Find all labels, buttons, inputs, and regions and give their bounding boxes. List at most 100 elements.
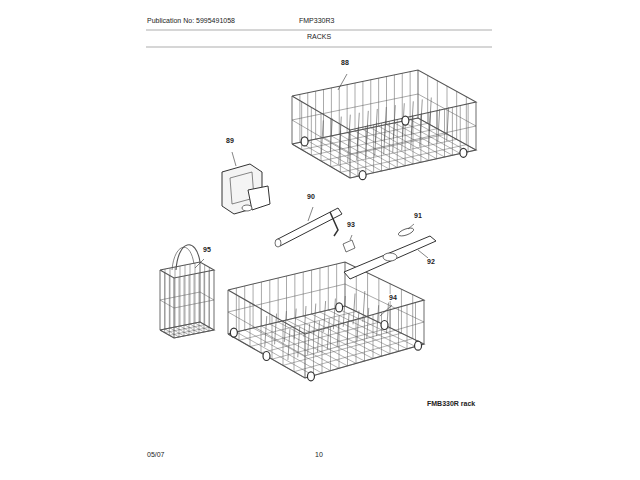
wire xyxy=(228,334,305,378)
callout-number: 94 xyxy=(388,294,398,301)
label-text: 94 xyxy=(388,294,398,301)
wire xyxy=(348,115,350,149)
page-note: Publication No: 5995491058 xyxy=(146,17,236,24)
page-note: FMP330R3 xyxy=(298,17,335,24)
wire-rim xyxy=(228,262,424,334)
wire xyxy=(411,101,413,135)
wire xyxy=(283,333,401,365)
wire xyxy=(384,107,386,141)
leader-line xyxy=(232,152,236,166)
wire xyxy=(314,304,316,335)
nut-part xyxy=(397,226,414,237)
label-text: Publication No: 5995491058 xyxy=(146,17,236,24)
page-note: 05/07 xyxy=(146,451,166,458)
rack-wheel xyxy=(415,341,422,350)
callout-number: 89 xyxy=(225,137,235,144)
callout-number: 92 xyxy=(426,258,436,265)
leader-line xyxy=(380,305,392,316)
leader-line xyxy=(408,224,414,229)
wire xyxy=(261,322,379,353)
wire xyxy=(347,313,349,344)
wire xyxy=(337,316,339,347)
wire xyxy=(340,145,466,173)
wire xyxy=(345,306,424,344)
wire xyxy=(303,316,381,356)
wire xyxy=(160,322,200,330)
rack-wheel xyxy=(336,303,343,312)
wire xyxy=(324,301,326,332)
leader-line xyxy=(195,259,204,268)
wire xyxy=(429,98,431,132)
wire-rim xyxy=(160,292,214,308)
wire xyxy=(317,321,319,352)
label-text: 92 xyxy=(426,258,436,265)
wire xyxy=(339,117,341,151)
wire xyxy=(174,330,214,338)
wire xyxy=(330,118,332,152)
wire-rim xyxy=(292,118,476,178)
wire xyxy=(304,306,306,337)
callout-number: 95 xyxy=(202,246,212,253)
label-text: 95 xyxy=(202,246,212,253)
wire xyxy=(308,324,310,355)
wire-rim xyxy=(228,284,424,356)
wire xyxy=(321,120,323,154)
wire-rim xyxy=(160,322,214,338)
rack-wheel xyxy=(307,372,314,381)
wire xyxy=(438,109,440,143)
spray-arm xyxy=(344,236,436,279)
rack-wheel xyxy=(402,116,409,125)
label-text: FMB330R rack xyxy=(426,400,476,407)
wire xyxy=(357,311,359,342)
label-text: FMP330R3 xyxy=(298,17,335,24)
page-note: FMB330R rack xyxy=(426,400,476,407)
wire xyxy=(363,291,365,322)
label-text: 90 xyxy=(306,193,316,200)
wire xyxy=(294,309,296,340)
wire xyxy=(250,317,368,347)
label-text: 93 xyxy=(346,221,356,228)
leader-line xyxy=(308,207,313,221)
page-note: 10 xyxy=(314,451,324,458)
rack-wheel xyxy=(301,137,308,146)
label-text: 05/07 xyxy=(146,451,166,458)
wire xyxy=(331,139,457,166)
rack-wheel xyxy=(381,321,388,330)
wire-rim xyxy=(292,94,476,154)
rack-wheel xyxy=(460,148,467,157)
wire xyxy=(228,306,345,334)
callout-number: 93 xyxy=(346,221,356,228)
header-rule xyxy=(146,47,492,48)
wire xyxy=(294,339,413,372)
wire xyxy=(357,113,359,147)
wire xyxy=(265,316,267,347)
label-text: 89 xyxy=(225,137,235,144)
heading-text: RACKS xyxy=(306,33,332,40)
wire xyxy=(343,296,345,327)
clip-part xyxy=(343,240,355,252)
wire xyxy=(350,150,476,178)
label-text: 91 xyxy=(413,212,423,219)
wire xyxy=(245,330,322,373)
wire xyxy=(288,329,290,360)
wire xyxy=(393,105,395,139)
housing-port xyxy=(242,205,252,211)
wire xyxy=(366,111,368,145)
wire xyxy=(298,326,300,357)
wire xyxy=(312,314,390,354)
wire xyxy=(278,322,356,363)
wire xyxy=(333,299,335,330)
wire xyxy=(377,305,379,336)
callout-number: 90 xyxy=(306,193,316,200)
spray-arm-hub xyxy=(383,253,397,261)
rack-wheel xyxy=(230,328,237,337)
wire-rim xyxy=(160,262,214,278)
wire xyxy=(353,294,355,325)
wire xyxy=(447,107,449,141)
wire xyxy=(367,308,369,339)
header-rule xyxy=(146,30,492,31)
wire-rim xyxy=(228,306,424,378)
label-text: 10 xyxy=(314,451,324,458)
wire xyxy=(284,311,286,342)
